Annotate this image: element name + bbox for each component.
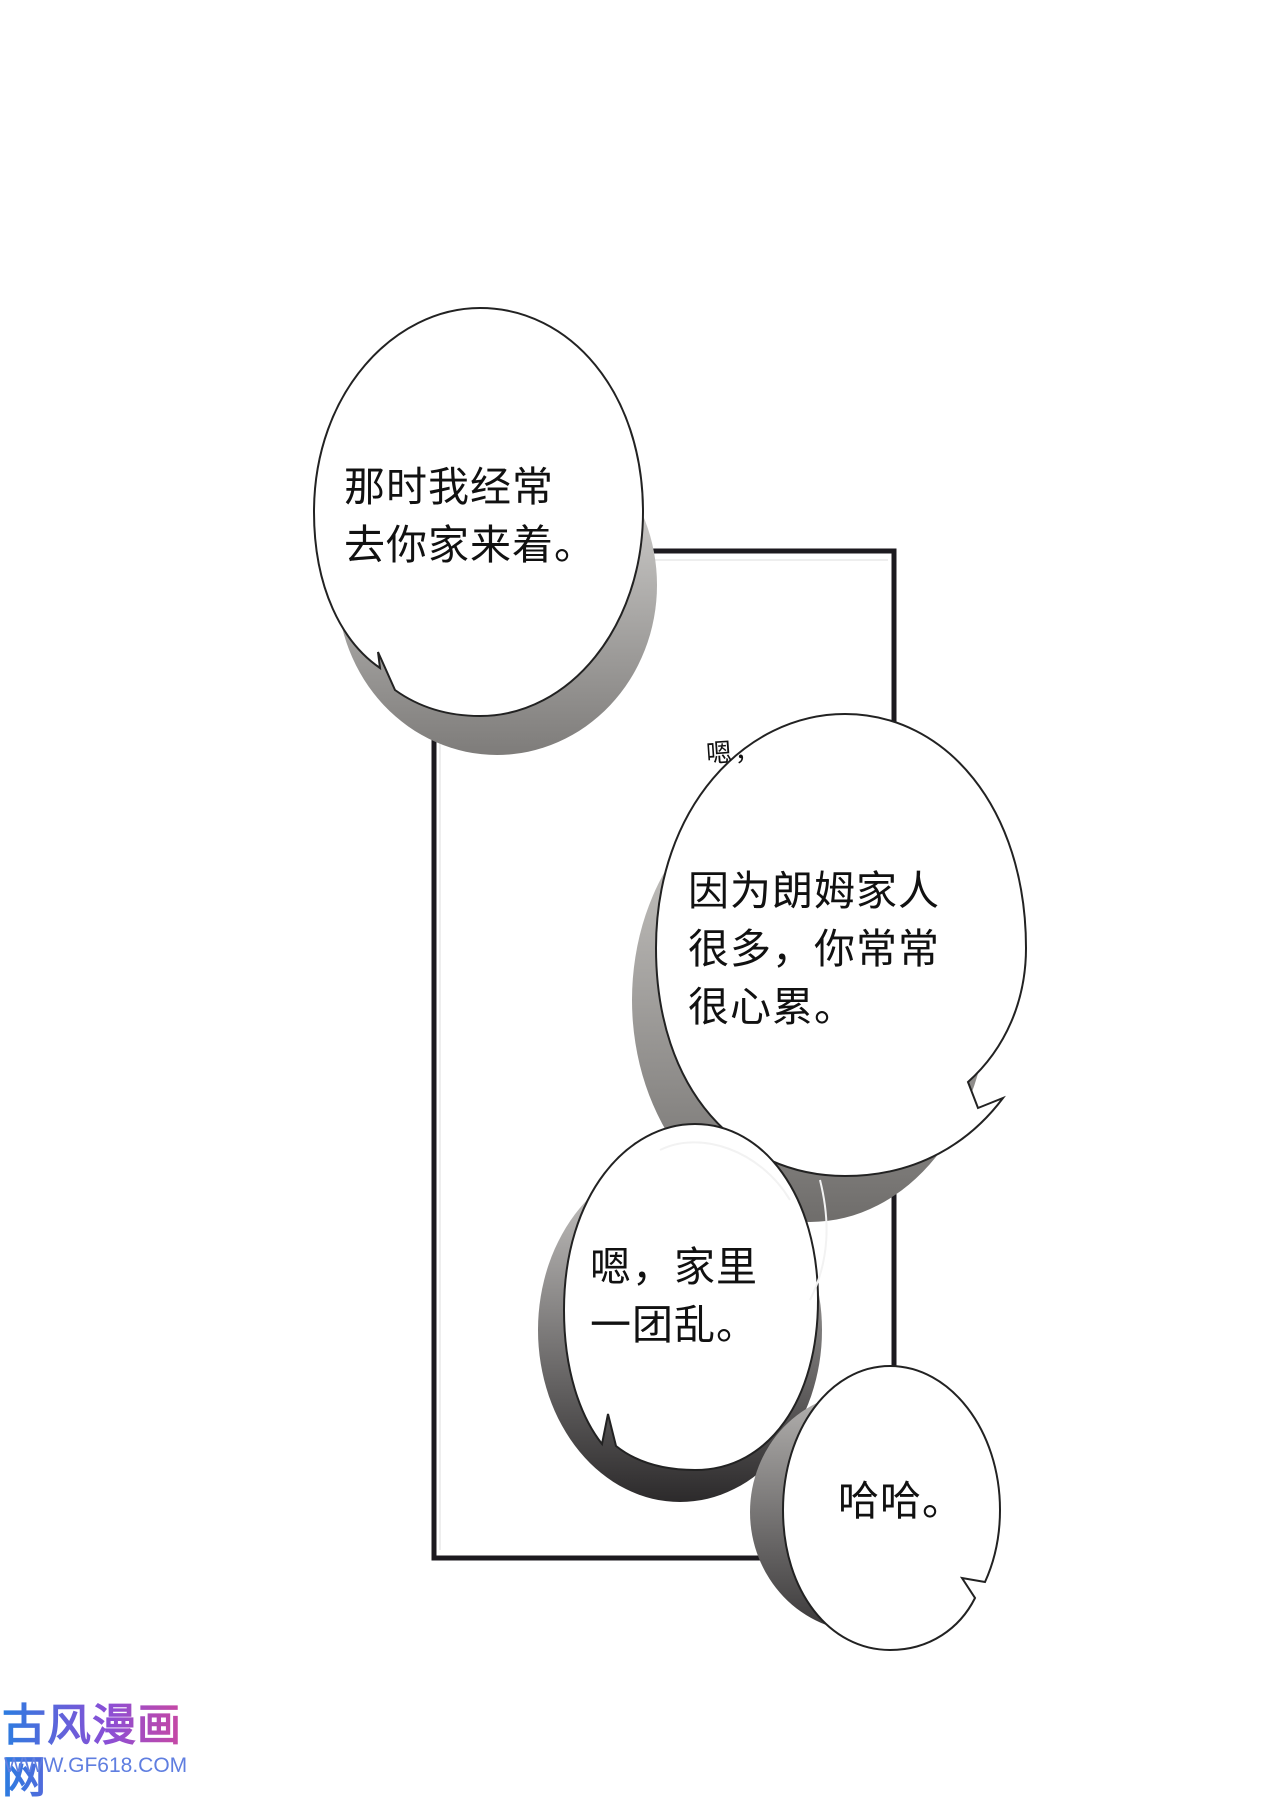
bubble-3-text: 嗯，家里 一团乱。	[590, 1243, 758, 1349]
bubble-1-text: 那时我经常 去你家来着。	[344, 463, 596, 569]
bubble-1-shape	[312, 306, 645, 718]
bubble-4-shape	[781, 1364, 1002, 1652]
watermark-title: 古风漫画网	[2, 1700, 212, 1804]
bubble-4-text: 哈哈。	[838, 1477, 964, 1525]
watermark-url: WWW.GF618.COM	[4, 1754, 188, 1777]
bubble-2-shape	[654, 712, 1028, 1178]
bubble-2-text: 因为朗姆家人 很多，你常常 很心累。	[688, 867, 940, 1031]
sfx-murmur: 嗯，	[705, 736, 764, 770]
sketch-lines	[659, 1141, 828, 1301]
bubble-3-shape	[562, 1122, 820, 1472]
watermark-logo: 古风漫画网 WWW.GF618.COM	[2, 1700, 212, 1803]
